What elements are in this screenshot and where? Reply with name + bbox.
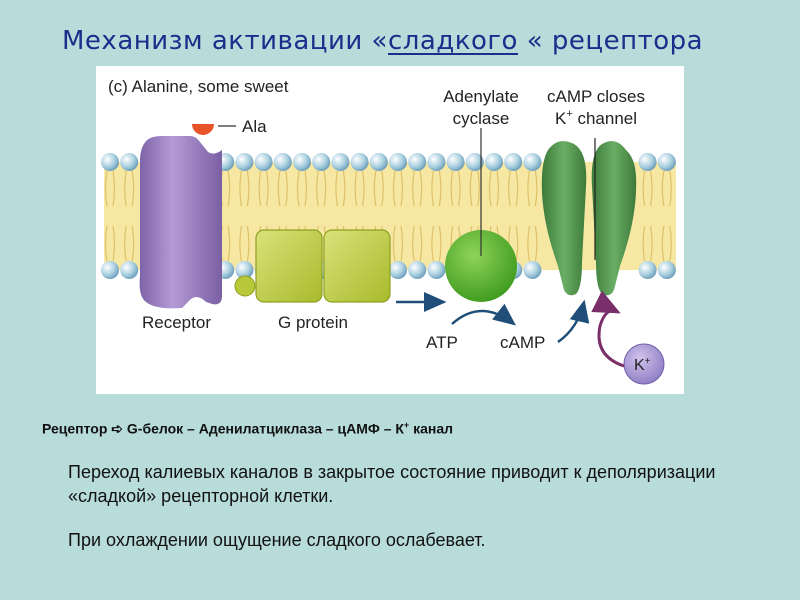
lipid-head (658, 261, 676, 279)
potassium-blocked-arrow (599, 311, 624, 366)
camp-to-channel-arrow (558, 302, 584, 342)
lipid-head (389, 153, 407, 171)
lipid-head (658, 153, 676, 171)
lipid-head (235, 153, 253, 171)
lipid-head (447, 153, 465, 171)
lipid-head (120, 153, 138, 171)
lipid-head (523, 153, 541, 171)
lipid-head (408, 261, 426, 279)
panel-label: (c) Alanine, some sweet (108, 77, 289, 96)
lipid-head (427, 261, 445, 279)
channel-label-line2: K+ channel (555, 108, 637, 128)
paragraph-depolarization: Переход калиевых каналов в закрытое сост… (68, 460, 748, 508)
camp-label: cAMP (500, 333, 545, 352)
lipid-head (101, 261, 119, 279)
signal-chain-text: Рецептор ➪ G-белок – Аденилатциклаза – ц… (42, 421, 404, 437)
lipid-head (120, 261, 138, 279)
paragraph-cooling: При охлаждении ощущение сладкого ослабев… (68, 528, 748, 552)
lipid-head (312, 153, 330, 171)
g-protein-small-subunit (235, 276, 255, 296)
cyclase-label-line2: cyclase (453, 109, 510, 128)
lipid-head (293, 153, 311, 171)
channel-left-half (542, 141, 586, 295)
slide-title: Механизм активации «сладкого « рецептора (62, 26, 703, 56)
signal-chain-end: канал (409, 421, 453, 437)
lipid-head (639, 153, 657, 171)
lipid-head (274, 153, 292, 171)
lipid-head (408, 153, 426, 171)
lipid-head (523, 261, 541, 279)
lipid-head (331, 153, 349, 171)
title-part-2: « рецептора (518, 26, 703, 56)
atp-to-camp-arrow (452, 311, 514, 324)
title-part-1: Механизм активации « (62, 26, 388, 56)
lipid-head (255, 153, 273, 171)
receptor-label: Receptor (142, 313, 211, 332)
lipid-head (389, 261, 407, 279)
alanine-ligand (192, 124, 214, 135)
gprotein-label: G protein (278, 313, 348, 332)
channel-label-line1: cAMP closes (547, 87, 645, 106)
signal-chain: Рецептор ➪ G-белок – Аденилатциклаза – ц… (42, 420, 453, 438)
receptor-diagram: (c) Alanine, some sweet Ala Adenylate cy… (96, 66, 684, 394)
channel-right-half (592, 141, 636, 295)
lipid-head (370, 153, 388, 171)
g-protein-subunit-2 (324, 230, 390, 302)
ala-label: Ala (242, 117, 267, 136)
atp-label: ATP (426, 333, 458, 352)
g-protein-subunit-1 (256, 230, 322, 302)
receptor-shape (140, 136, 222, 308)
title-underlined-word: сладкого (388, 26, 518, 56)
lipid-head (485, 153, 503, 171)
cyclase-label-line1: Adenylate (443, 87, 519, 106)
lipid-head (639, 261, 657, 279)
lipid-head (351, 153, 369, 171)
lipid-head (504, 153, 522, 171)
lipid-head (101, 153, 119, 171)
lipid-head (427, 153, 445, 171)
